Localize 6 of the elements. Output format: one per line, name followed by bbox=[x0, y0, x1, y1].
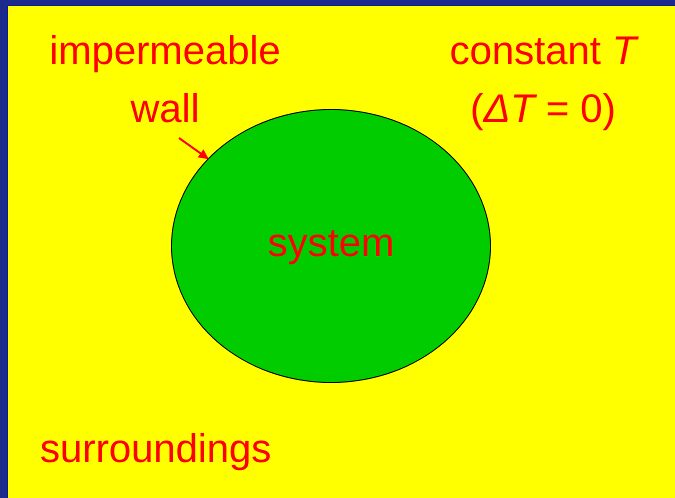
leader-arrow bbox=[178, 137, 209, 160]
wall-label: impermeable wall bbox=[20, 22, 310, 138]
surroundings-area bbox=[8, 6, 675, 498]
condition-note: constant T (ΔT = 0) bbox=[418, 22, 668, 138]
node-label: system bbox=[268, 220, 394, 268]
area-label: surroundings bbox=[40, 426, 272, 473]
